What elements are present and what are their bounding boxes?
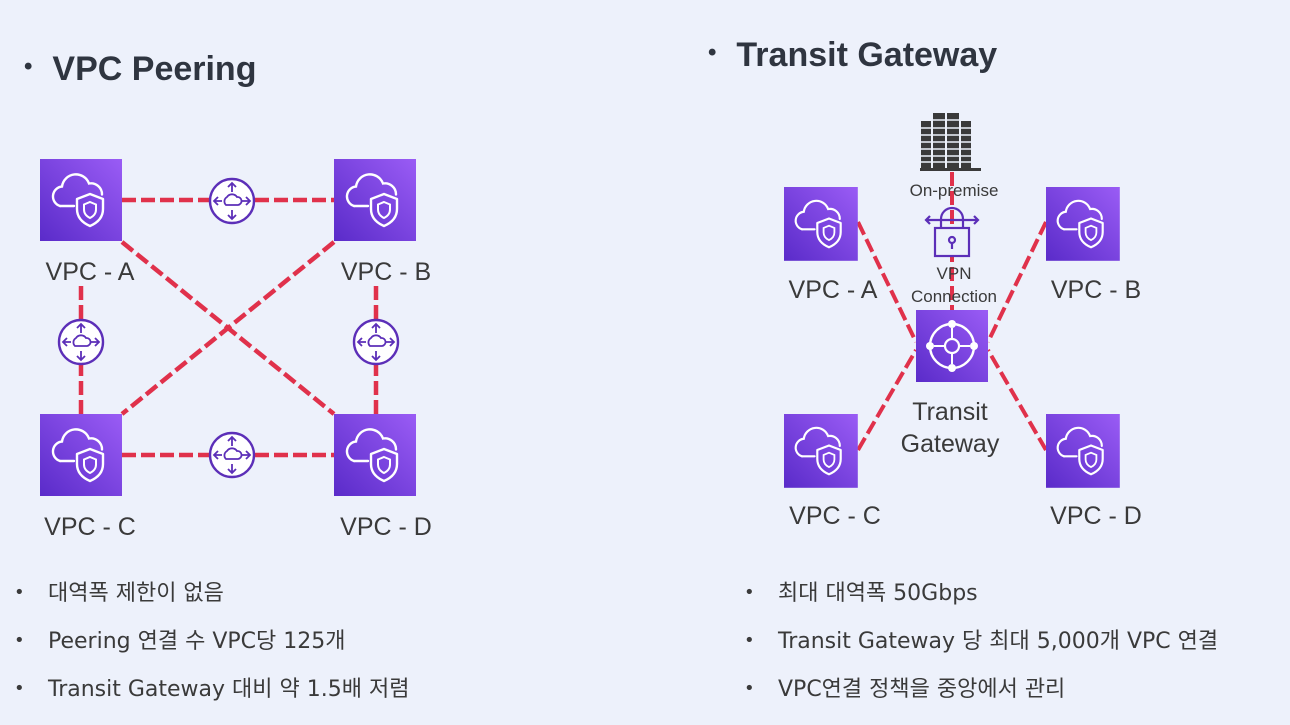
tgw-vpc-c-icon <box>782 412 859 489</box>
tgw-vpc-b-icon <box>1044 185 1121 262</box>
list-item: Transit Gateway 당 최대 5,000개 VPC 연결 <box>744 618 1218 666</box>
vpc-peering-title: •VPC Peering <box>24 50 257 88</box>
vpc-peering-title-text: VPC Peering <box>52 50 257 88</box>
tgw-label-line1: Transit <box>912 398 988 426</box>
vpc-a-label: VPC - A <box>45 258 135 286</box>
peering-router-icon <box>352 318 400 366</box>
vpc-d-label: VPC - D <box>340 513 432 541</box>
tgw-vpc-d-label: VPC - D <box>1050 502 1142 530</box>
tgw-vpc-b-label: VPC - B <box>1050 276 1142 304</box>
vpc-c-icon <box>38 412 124 498</box>
vpc-c-label: VPC - C <box>44 513 136 541</box>
server-icon <box>920 112 981 172</box>
transit-gateway-title: •Transit Gateway <box>708 36 998 74</box>
tgw-vpc-c-label: VPC - C <box>789 502 881 530</box>
vpc-b-icon <box>332 157 418 243</box>
vpc-b-label: VPC - B <box>340 258 432 286</box>
list-item: VPC연결 정책을 중앙에서 관리 <box>744 666 1218 714</box>
transit-gateway-title-text: Transit Gateway <box>736 36 998 74</box>
list-item: Transit Gateway 대비 약 1.5배 저렴 <box>14 666 409 714</box>
vpn-label-line2: Connection <box>910 287 998 306</box>
vpc-d-icon <box>332 412 418 498</box>
peering-feature-list: 대역폭 제한이 없음 Peering 연결 수 VPC당 125개 Transi… <box>14 570 409 714</box>
peering-connectors <box>78 197 379 458</box>
list-item: Peering 연결 수 VPC당 125개 <box>14 618 409 666</box>
on-premise-label: On-premise <box>909 181 999 200</box>
peering-router-icon <box>208 177 256 225</box>
tgw-vpc-d-icon <box>1044 412 1121 489</box>
vpn-label-line1: VPN <box>936 264 972 283</box>
vpc-a-icon <box>38 157 124 243</box>
tgw-label-line2: Gateway <box>900 430 1000 458</box>
vpn-lock-icon <box>924 206 980 258</box>
peering-router-icon <box>57 318 105 366</box>
transit-gateway-icon <box>916 310 988 382</box>
tgw-vpc-a-icon <box>782 185 859 262</box>
peering-router-icon <box>208 431 256 479</box>
list-item: 최대 대역폭 50Gbps <box>744 570 1218 618</box>
tgw-feature-list: 최대 대역폭 50Gbps Transit Gateway 당 최대 5,000… <box>744 570 1218 714</box>
list-item: 대역폭 제한이 없음 <box>14 570 409 618</box>
tgw-vpc-a-label: VPC - A <box>788 276 878 304</box>
